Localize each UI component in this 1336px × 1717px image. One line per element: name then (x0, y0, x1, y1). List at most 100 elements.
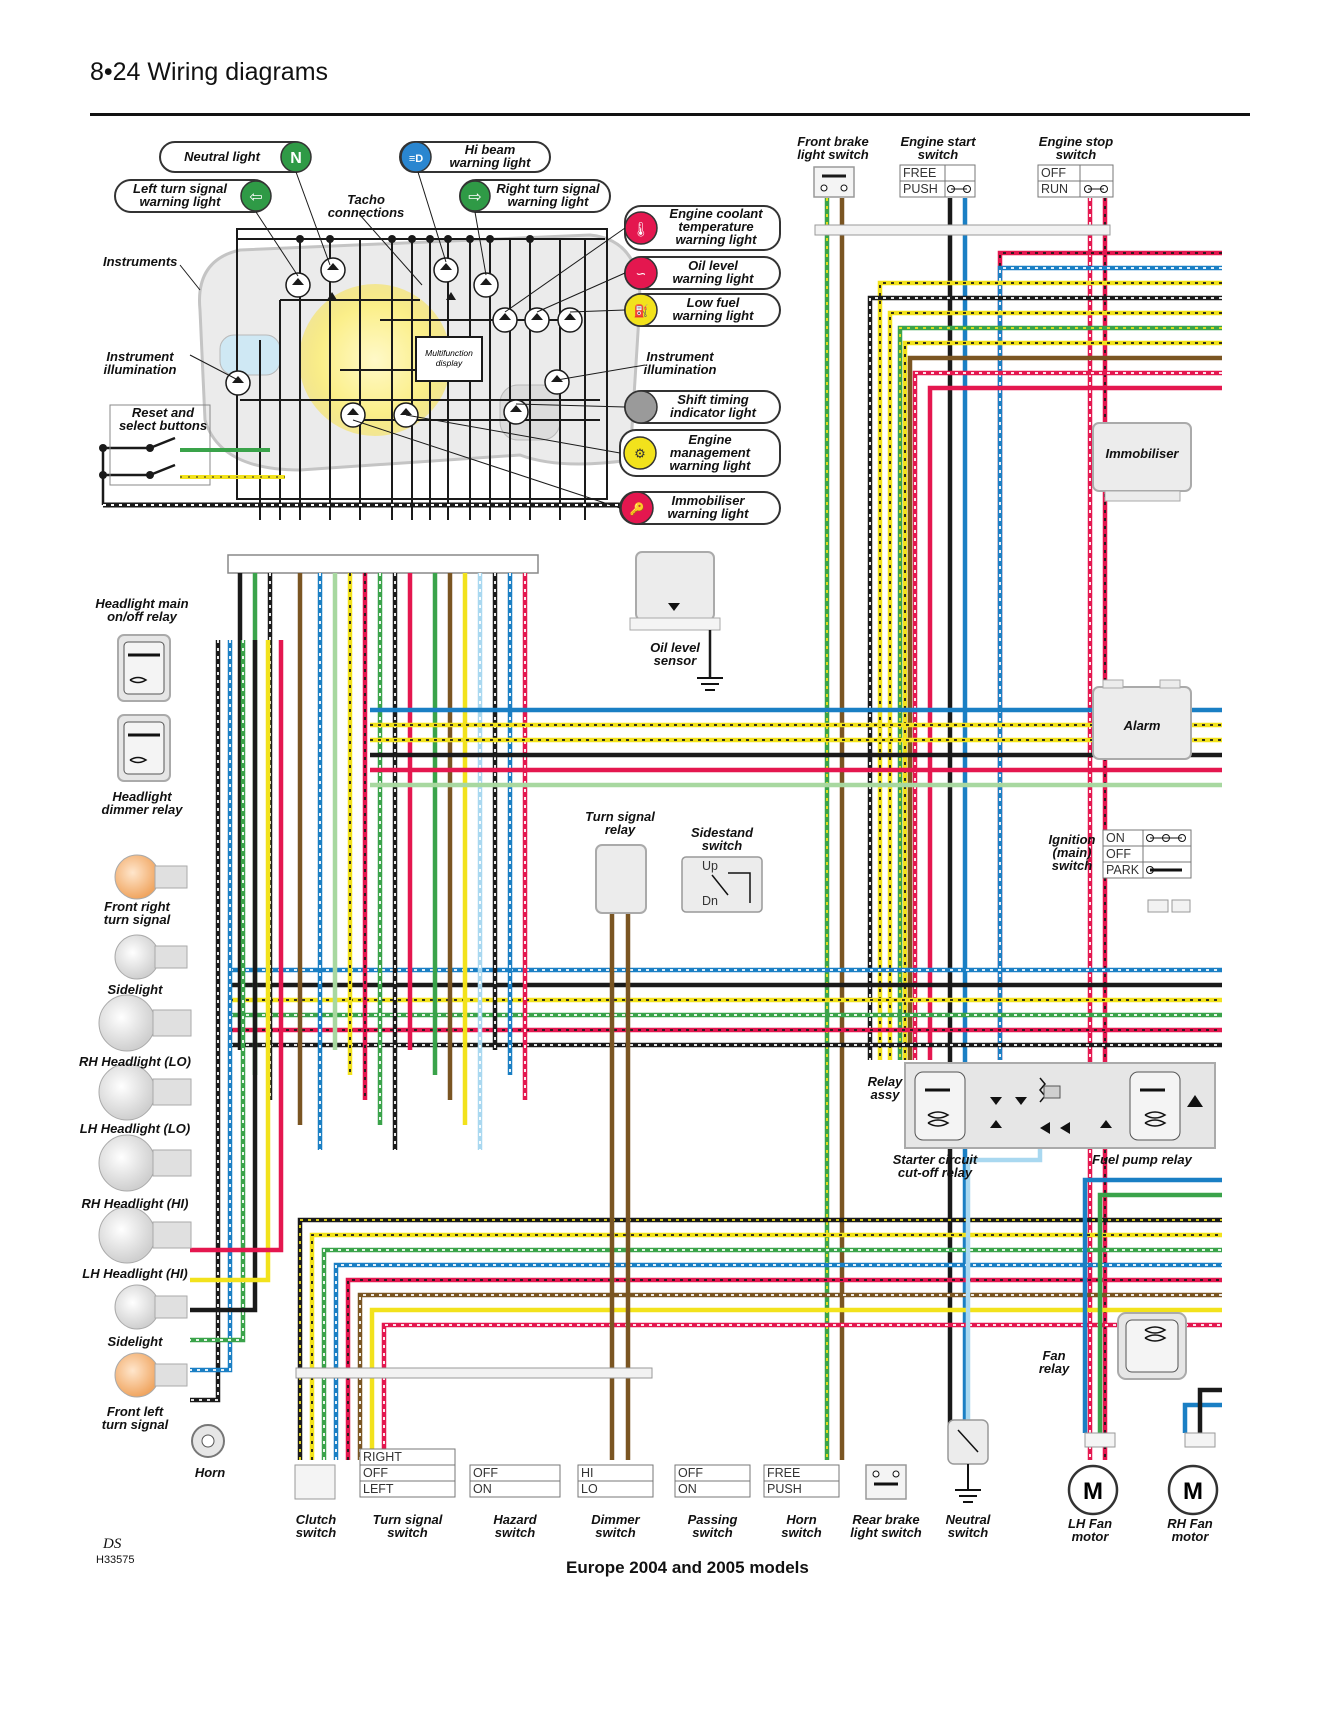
switch-label-turn-1: switch (387, 1525, 428, 1540)
switch-position-horn-1: PUSH (767, 1482, 802, 1496)
switch-label-dimmer-0: Dimmer (591, 1512, 640, 1527)
lamp-neutral: N Neutral light (159, 141, 312, 173)
wire-stripe-white-25 (914, 372, 1222, 1060)
lh-fan-label-1: LH Fan (1068, 1516, 1112, 1531)
illum-left-label-2: illumination (104, 362, 177, 377)
switch-label-hazard-0: Hazard (493, 1512, 537, 1527)
switch-label-hazard-1: switch (495, 1525, 536, 1540)
engine-icon: ⚙ (634, 447, 646, 462)
bulb-sidelight-top (114, 934, 188, 980)
switch-position-passing-0: OFF (678, 1466, 703, 1480)
switch-position-turn-1: OFF (363, 1466, 388, 1480)
engine-start-free: FREE (903, 166, 936, 180)
fuel-label-1: Low fuel (687, 295, 740, 310)
illum-left-label-1: Instrument (106, 349, 174, 364)
bulb-lh-lo (98, 1063, 192, 1121)
sidelight-bottom-label: Sidelight (108, 1334, 164, 1349)
rh-hi-label: RH Headlight (HI) (82, 1196, 189, 1211)
headlight-main-relay (117, 634, 171, 702)
lamp-right-turn: ⇨ Right turn signal warning light (459, 179, 611, 213)
wire-red-51 (381, 1322, 1222, 1460)
dimmer-relay-label-2: dimmer relay (102, 802, 184, 817)
left-turn-label-2: warning light (140, 194, 222, 209)
wire-lightblue-102 (965, 1145, 1043, 1420)
tacho-label-2: connections (328, 205, 405, 220)
wire-stripe-white-45 (335, 1264, 1222, 1460)
switch-position-turn-2: LEFT (363, 1482, 394, 1496)
main-relay-label-2: on/off relay (107, 609, 178, 624)
coolant-label-1: Engine coolant (669, 206, 763, 221)
lamp-hibeam: ≡D Hi beam warning light (399, 141, 551, 173)
turn-signal-relay (595, 844, 647, 914)
shift-label-2: indicator light (670, 405, 757, 420)
wire-green-99 (1097, 1192, 1222, 1433)
thermometer-icon: 🌡 (632, 222, 650, 238)
bulb-front-right-turn (114, 854, 188, 900)
switch-body-clutch (294, 1464, 336, 1500)
engine-stop-label-2: switch (1056, 147, 1097, 162)
rh-fan-motor: M (1167, 1432, 1219, 1516)
turn-relay-label-1: Turn signal (585, 809, 655, 824)
wire-brown-48 (357, 1292, 1222, 1460)
wire-stripe-yellow-39 (299, 1219, 1222, 1460)
oil-sensor-label-1: Oil level (650, 640, 700, 655)
wire-stripe-white-90 (190, 640, 219, 1401)
dimmer-relay-label-1: Headlight (112, 789, 172, 804)
wire-black-15 (867, 295, 1222, 1060)
wire-black-101 (1197, 1387, 1222, 1433)
horn (191, 1424, 225, 1458)
right-turn-label-2: warning light (508, 194, 590, 209)
ds-mark: DS (103, 1536, 122, 1552)
alarm-label: Alarm (1123, 718, 1161, 733)
alarm-unit: Alarm (1092, 679, 1192, 760)
left-arrow-icon: ⇦ (249, 187, 262, 206)
lamp-coolant: 🌡 Engine coolant temperature warning lig… (624, 205, 781, 251)
relay-assy-label-1: Relay (868, 1074, 903, 1089)
figure-code: H33575 (96, 1554, 135, 1566)
switch-label-horn-0: Horn (786, 1512, 816, 1527)
headlight-dimmer-relay (117, 714, 171, 782)
lh-fan-motor: M (1067, 1432, 1119, 1516)
lh-hi-label: LH Headlight (HI) (82, 1266, 187, 1281)
wire-brown-23 (907, 355, 1222, 1060)
immobiliser-label: Immobiliser (1106, 446, 1180, 461)
tacho-label-1: Tacho (347, 192, 385, 207)
bulb-front-left-turn (114, 1352, 188, 1398)
starter-cutoff-label-2: cut-off relay (898, 1165, 973, 1180)
switch-position-turn-0: RIGHT (363, 1450, 402, 1464)
oil-label-1: Oil level (688, 258, 738, 273)
reset-label-1: Reset and (132, 405, 195, 420)
switch-position-dimmer-0: HI (581, 1466, 594, 1480)
turn-relay-label-2: relay (605, 822, 636, 837)
rh-fan-label-2: motor (1172, 1529, 1210, 1544)
oil-sensor-label-2: sensor (654, 653, 698, 668)
relay-assy-label-2: assy (871, 1087, 901, 1102)
shift-label-1: Shift timing (677, 392, 749, 407)
sidestand-label-2: switch (702, 838, 743, 853)
right-turn-label-1: Right turn signal (496, 181, 600, 196)
multifunction-label-2: display (436, 358, 463, 368)
wire-black-89 (190, 640, 221, 1403)
engine-stop-label-1: Engine stop (1039, 134, 1113, 149)
engine-start-switch: FREE PUSH (899, 164, 976, 198)
sidelight-top-label: Sidelight (108, 982, 164, 997)
rear-brake-switch (865, 1464, 907, 1500)
wire-red-26 (927, 385, 1222, 1060)
rh-fan-label-1: RH Fan (1167, 1516, 1213, 1531)
switch-label-neutral-0: Neutral (946, 1512, 991, 1527)
starter-cutoff-label-1: Starter circuit (893, 1152, 978, 1167)
horn-label: Horn (195, 1465, 225, 1480)
fan-relay-label-2: relay (1039, 1361, 1070, 1376)
switch-label-horn-1: switch (781, 1525, 822, 1540)
header-rule (90, 113, 1250, 116)
wire-stripe-black-41 (311, 1234, 1222, 1460)
fan-relay-label-1: Fan (1042, 1348, 1065, 1363)
switch-position-passing-1: ON (678, 1482, 697, 1496)
bulb-rh-lo (98, 994, 192, 1052)
relay-assembly (904, 1062, 1216, 1149)
illum-right-label-2: illumination (644, 362, 717, 377)
